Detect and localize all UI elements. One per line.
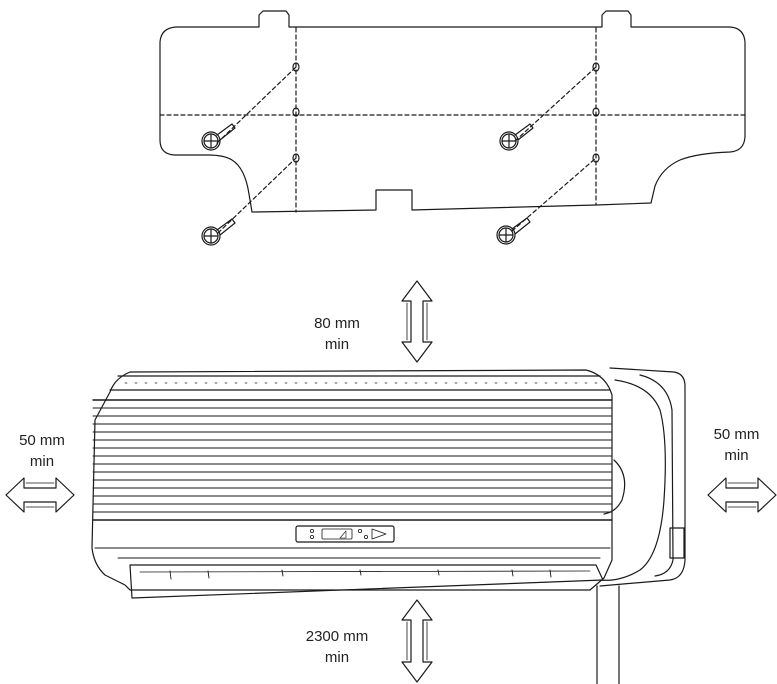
double-arrow-icon — [401, 599, 433, 683]
screw-icon — [201, 218, 236, 246]
clearance-right-label: 50 mm min — [696, 424, 777, 466]
double-arrow-icon — [5, 477, 75, 513]
clearance-left-value: 50 mm — [19, 432, 65, 449]
clearance-left-min: min — [29, 453, 55, 470]
clearance-right-value: 50 mm — [713, 426, 760, 443]
indoor-unit — [91, 367, 686, 684]
unit-body — [91, 369, 613, 591]
refrigerant-pipe — [596, 585, 620, 684]
clearance-top-value: 80 mm — [314, 315, 360, 332]
clearance-right-min: min — [724, 447, 749, 464]
screw-icon — [496, 217, 531, 245]
screw-icon — [201, 123, 236, 151]
mounting-plate-outline — [159, 10, 746, 213]
front-grille — [92, 407, 613, 513]
clearance-top-label: 80 mm min — [292, 313, 382, 355]
mounting-holes — [292, 62, 600, 163]
top-grille — [109, 375, 611, 391]
louver-ribs — [169, 569, 552, 580]
clearance-left-label: 50 mm min — [2, 430, 82, 472]
side-connector — [669, 527, 685, 559]
unit-side-cap — [599, 367, 686, 587]
plate-guide-lines — [159, 27, 746, 234]
double-arrow-icon — [401, 280, 433, 363]
louver-flap — [129, 564, 604, 599]
double-arrow-icon — [707, 477, 777, 513]
clearance-bottom-value: 2300 mm — [305, 628, 369, 645]
mounting-plate — [159, 10, 746, 246]
clearance-bottom-min: min — [324, 649, 350, 666]
display-panel — [295, 525, 395, 543]
screw-icon — [499, 123, 534, 151]
clearance-bottom-label: 2300 mm min — [292, 626, 382, 668]
clearance-top-min: min — [324, 336, 350, 353]
